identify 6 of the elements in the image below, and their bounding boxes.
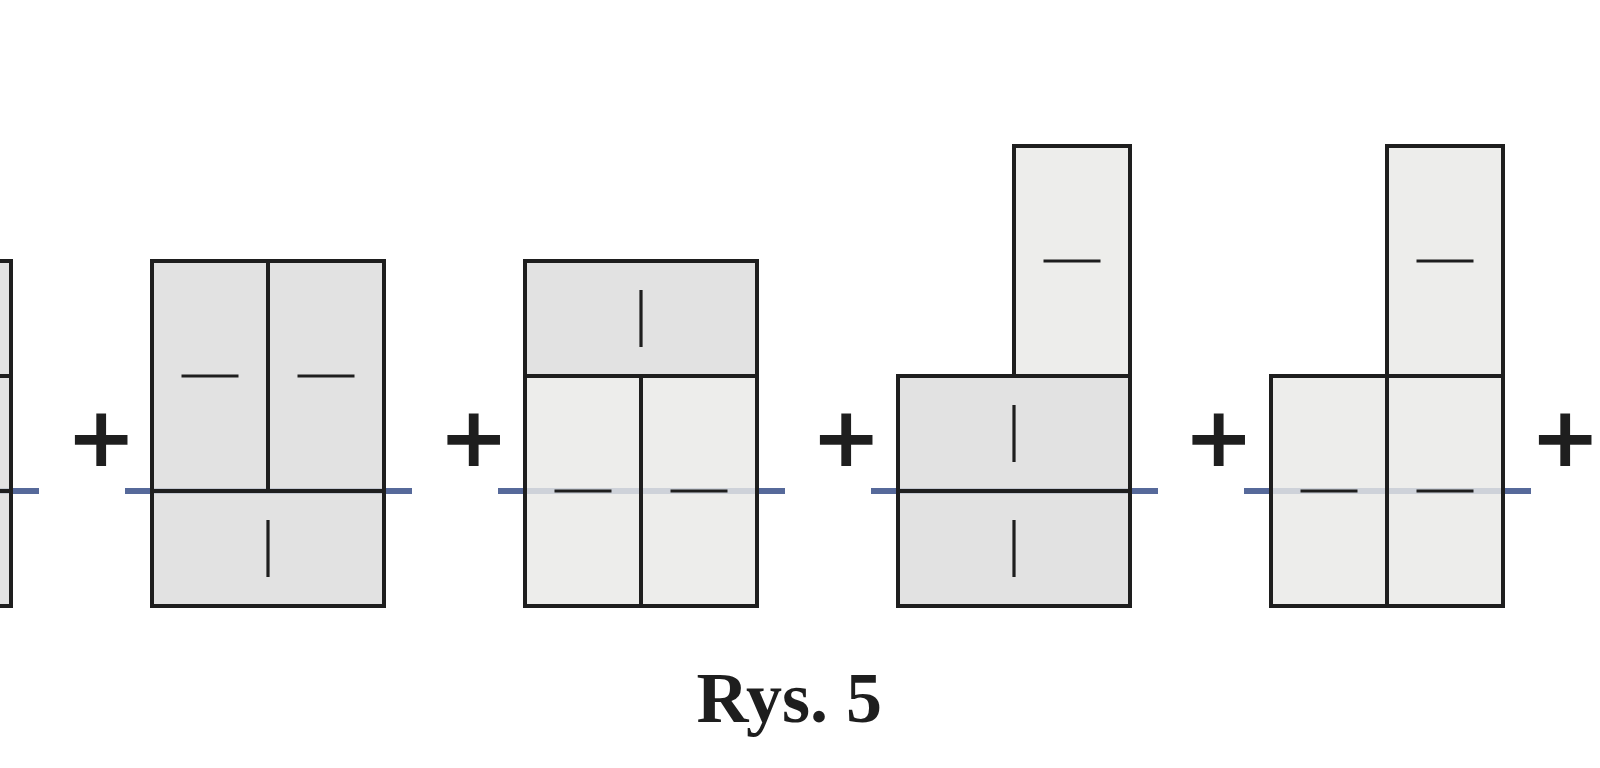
plus-sign: + xyxy=(1530,395,1600,479)
plus-sign: + xyxy=(1183,395,1254,479)
figure-caption: Rys. 5 xyxy=(696,657,882,740)
plus-sign: + xyxy=(66,395,137,479)
plus-sign: + xyxy=(438,395,509,479)
plus-sign: + xyxy=(811,395,882,479)
